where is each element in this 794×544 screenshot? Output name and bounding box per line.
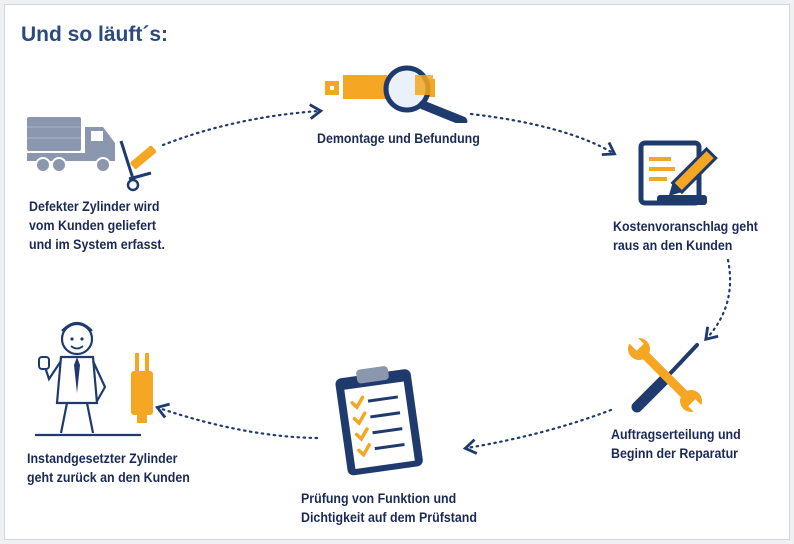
step-3-label: Kostenvoranschlag geht raus an den Kunde… — [613, 217, 758, 255]
step-2-label: Demontage und Befundung — [317, 129, 480, 148]
worker-icon — [35, 321, 153, 437]
page-title: Und so läuft´s: — [21, 23, 168, 46]
process-card: Und so läuft´s: Defekter Zylinder wird v… — [4, 4, 790, 540]
document-pen-icon — [638, 140, 718, 206]
flow-arrows — [154, 103, 732, 455]
step-5-label: Prüfung von Funktion und Dichtigkeit auf… — [301, 489, 477, 527]
flow-arrow-3 — [704, 258, 732, 342]
flow-arrow-5 — [154, 402, 319, 440]
wrench-screwdriver-icon — [628, 335, 704, 415]
step-1-line-3: und im System erfasst. — [29, 237, 165, 252]
step-4-label: Auftragserteilung und Beginn der Reparat… — [611, 425, 741, 463]
step-6-label: Instandgesetzter Zylinder geht zurück an… — [27, 449, 190, 487]
step-4-line-1: Auftragserteilung und — [611, 427, 741, 442]
step-4-line-2: Beginn der Reparatur — [611, 446, 738, 461]
step-6-line-1: Instandgesetzter Zylinder — [27, 451, 178, 466]
step-3-line-1: Kostenvoranschlag geht — [613, 219, 758, 234]
flow-arrow-2 — [469, 112, 617, 157]
step-5-line-2: Dichtigkeit auf dem Prüfstand — [301, 510, 477, 525]
clipboard-checklist-icon — [335, 366, 423, 476]
step-5-line-1: Prüfung von Funktion und — [301, 491, 457, 506]
step-1-label: Defekter Zylinder wird vom Kunden gelief… — [29, 197, 165, 254]
step-1-line-1: Defekter Zylinder wird — [29, 199, 160, 214]
magnifier-icon — [325, 65, 468, 123]
flow-arrow-4 — [462, 408, 613, 455]
truck-icon — [27, 117, 157, 192]
step-3-line-2: raus an den Kunden — [613, 238, 733, 253]
step-1-line-2: vom Kunden geliefert — [29, 218, 156, 233]
flow-arrow-1 — [161, 103, 324, 147]
step-2-line-1: Demontage und Befundung — [317, 131, 480, 146]
step-6-line-2: geht zurück an den Kunden — [27, 470, 190, 485]
